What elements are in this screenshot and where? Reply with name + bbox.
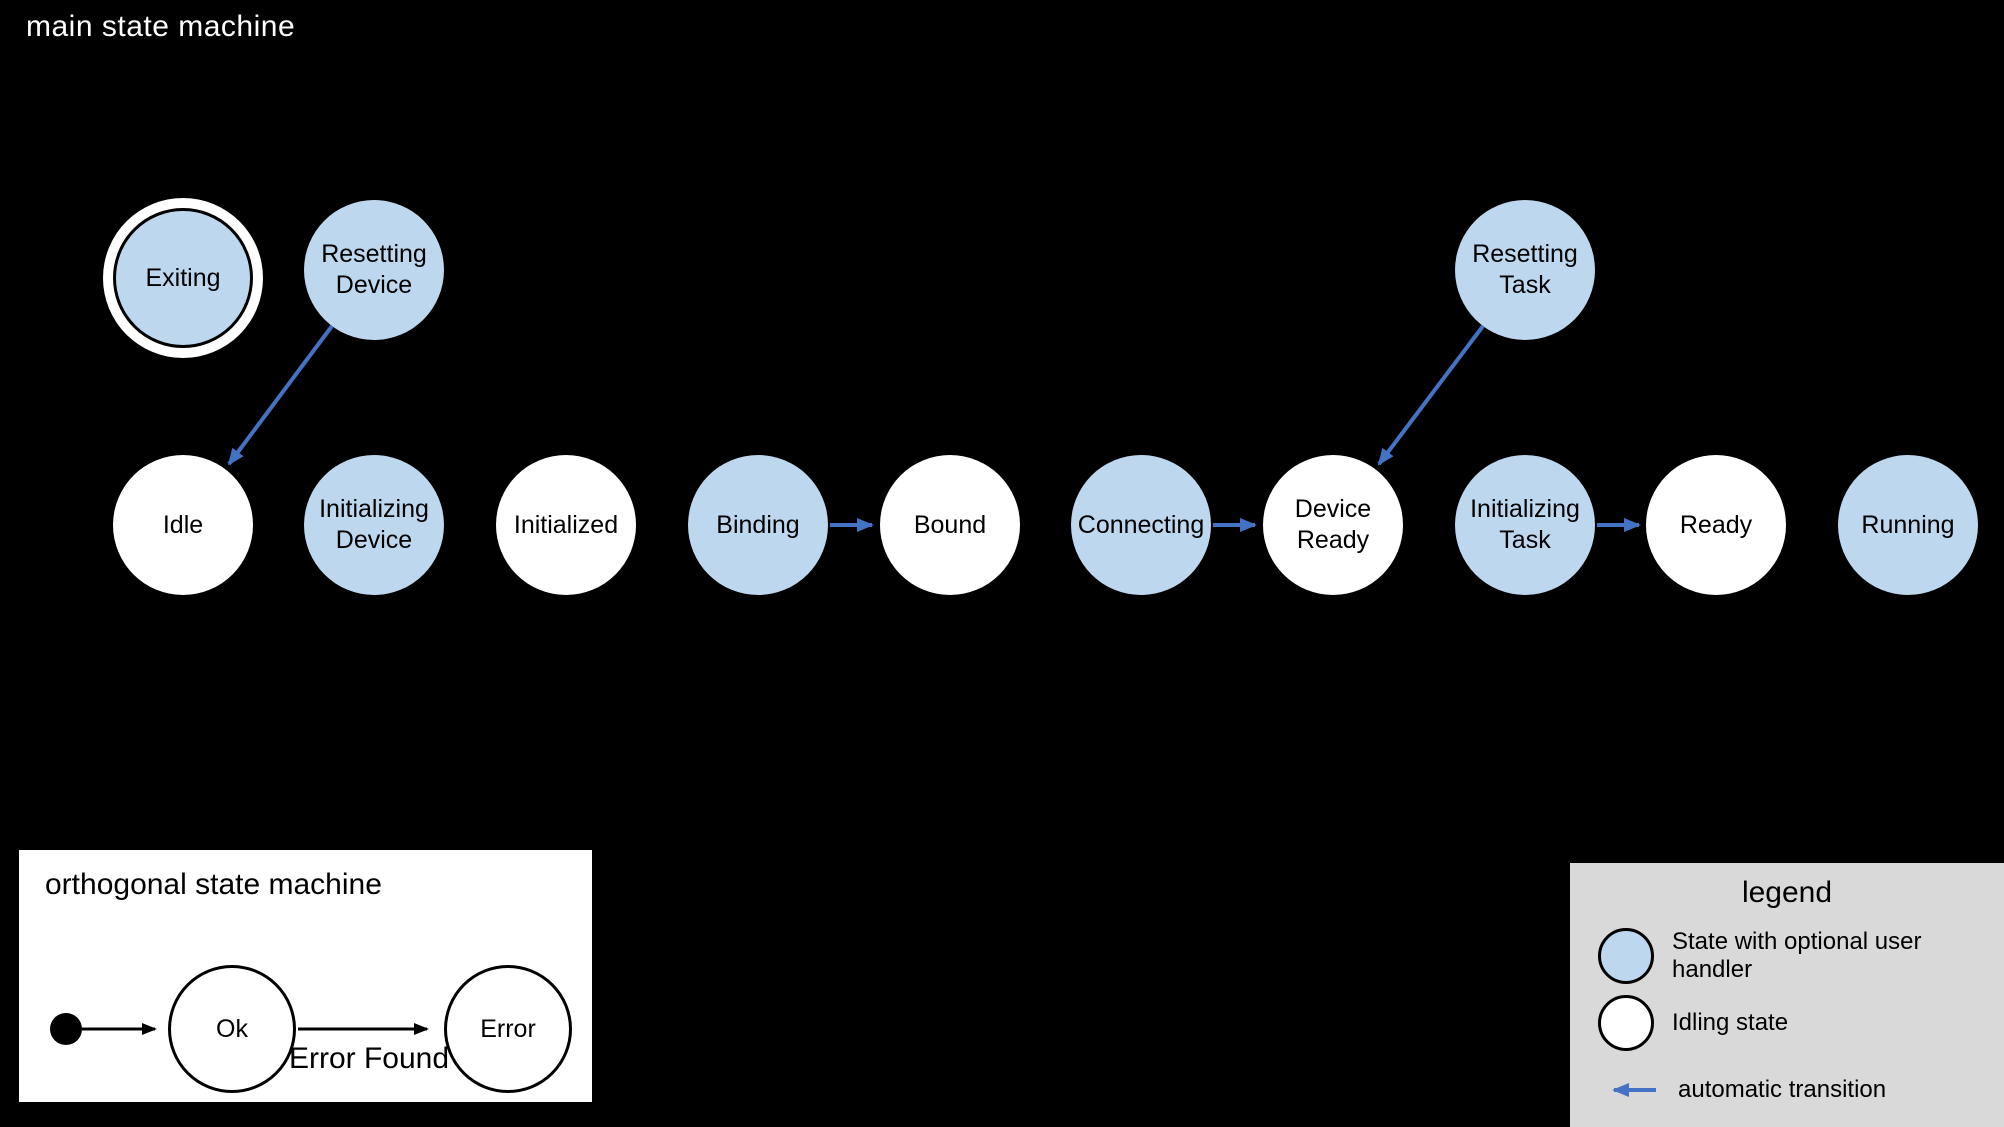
user-handler-state-swatch (1598, 928, 1654, 984)
arrow-resetting-task-to-device-ready (1377, 324, 1485, 466)
initial-state-dot (50, 1013, 82, 1045)
state-label: Bound (913, 510, 987, 539)
state-resetting-task: Resetting Task (1455, 200, 1595, 340)
state-label: Ready (1679, 510, 1753, 539)
state-label: Ok (216, 1014, 248, 1043)
state-label: Error (480, 1014, 536, 1043)
state-ready: Ready (1646, 455, 1786, 595)
legend-title: legend (1741, 876, 1833, 909)
state-label: Device Ready (1294, 495, 1372, 554)
idling-state-swatch (1598, 995, 1654, 1051)
state-error: Error (444, 965, 572, 1093)
state-label: Binding (716, 510, 800, 539)
legend-panel: legend State with optional user handler … (1570, 863, 2004, 1127)
main-machine-title: main state machine (26, 10, 296, 43)
state-idle: Idle (113, 455, 253, 595)
state-binding: Binding (688, 455, 828, 595)
legend-item-automatic-transition: automatic transition (1598, 1076, 1886, 1104)
state-running: Running (1838, 455, 1978, 595)
state-device-ready: Device Ready (1263, 455, 1403, 595)
orthogonal-machine-panel: orthogonal state machine Ok Error Error … (19, 850, 592, 1102)
state-label: Initializing Device (319, 495, 429, 554)
state-label: Initializing Task (1470, 495, 1580, 554)
state-label: Resetting Device (321, 240, 427, 299)
state-exiting: Exiting (113, 208, 253, 348)
legend-item-label: automatic transition (1678, 1076, 1887, 1103)
state-label: Connecting (1077, 510, 1205, 539)
state-label: Resetting Task (1472, 240, 1578, 299)
state-initialized: Initialized (496, 455, 636, 595)
state-label: Idle (162, 510, 204, 539)
transition-label-error-found: Error Found (288, 1042, 450, 1075)
state-resetting-device: Resetting Device (304, 200, 444, 340)
legend-item-idling-state: Idling state (1598, 995, 1788, 1051)
state-label: Running (1861, 510, 1955, 539)
orthogonal-machine-arrows (50, 1013, 429, 1045)
state-ok: Ok (168, 965, 296, 1093)
state-initializing-device: Initializing Device (304, 455, 444, 595)
legend-item-label: State with optional user handler (1672, 928, 1922, 983)
legend-item-label: Idling state (1672, 1009, 1789, 1036)
arrow-resetting-device-to-idle (227, 324, 334, 466)
automatic-transition-arrow-icon (1612, 1083, 1656, 1097)
state-connecting: Connecting (1071, 455, 1211, 595)
orthogonal-machine-title: orthogonal state machine (45, 868, 382, 901)
state-label: Initialized (513, 510, 619, 539)
state-bound: Bound (880, 455, 1020, 595)
state-label: Exiting (145, 263, 221, 292)
legend-item-user-handler-state: State with optional user handler (1598, 928, 2004, 984)
state-initializing-task: Initializing Task (1455, 455, 1595, 595)
